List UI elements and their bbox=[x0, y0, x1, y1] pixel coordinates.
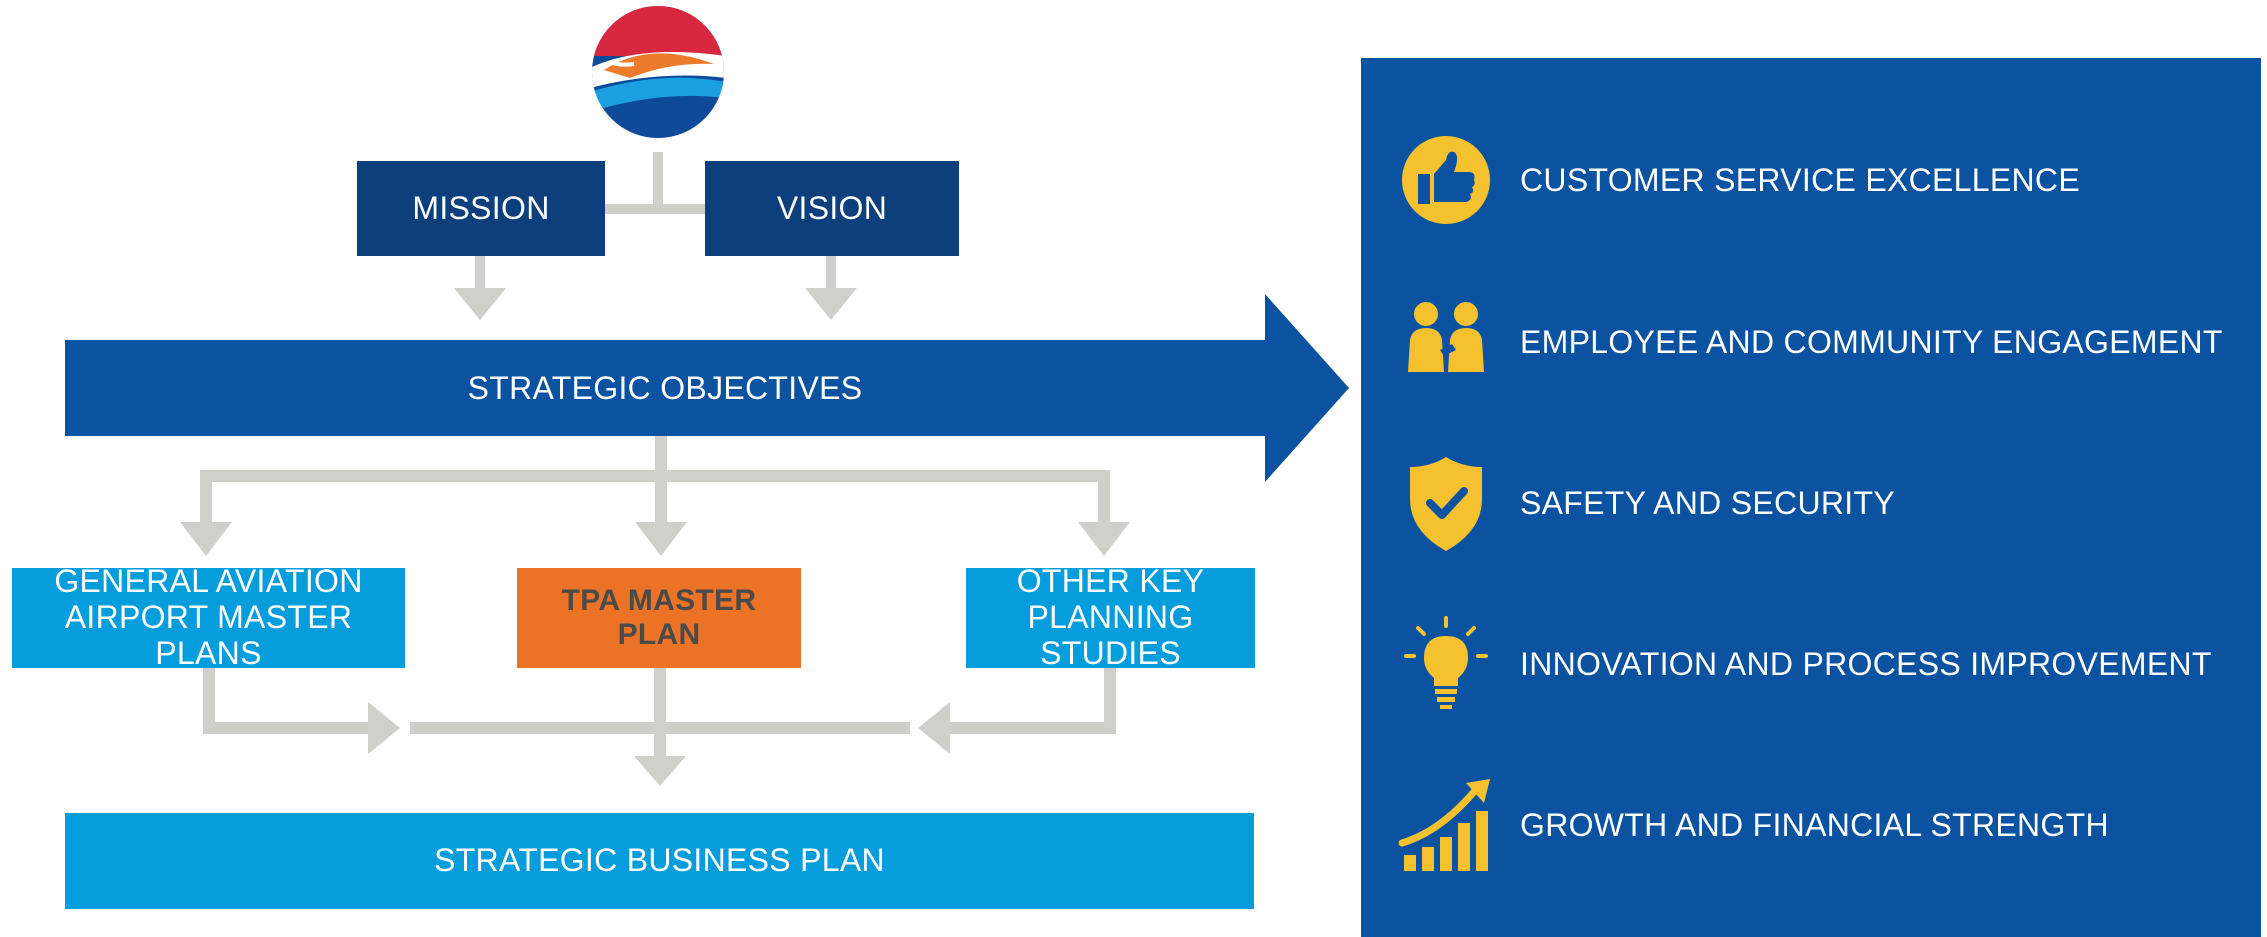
mission-arrow-stem bbox=[475, 256, 485, 290]
strategic-objectives-arrow bbox=[65, 294, 1349, 482]
ga-master-plans-box: GENERAL AVIATION AIRPORT MASTER PLANS bbox=[12, 563, 405, 671]
objective-label: SAFETY AND SECURITY bbox=[1520, 484, 1895, 521]
tpa-down-head bbox=[634, 756, 686, 786]
objective-label: EMPLOYEE AND COMMUNITY ENGAGEMENT bbox=[1520, 323, 2223, 360]
connector-lines bbox=[180, 152, 1130, 786]
right-merge-head bbox=[918, 702, 950, 754]
objective-innovation: INNOVATION AND PROCESS IMPROVEMENT bbox=[1361, 604, 2261, 724]
vision-arrow-stem bbox=[826, 256, 836, 290]
vision-box: VISION bbox=[705, 161, 959, 256]
tpa-down-stem bbox=[654, 666, 666, 762]
vision-arrow-head bbox=[805, 288, 857, 320]
objective-safety-security: SAFETY AND SECURITY bbox=[1361, 443, 2261, 563]
strategic-business-plan-box: STRATEGIC BUSINESS PLAN bbox=[65, 813, 1254, 909]
other-line1: OTHER KEY bbox=[1016, 563, 1205, 600]
airport-logo-icon bbox=[592, 6, 724, 138]
left-merge-head bbox=[368, 702, 400, 754]
other-studies-box: OTHER KEY PLANNING STUDIES bbox=[966, 563, 1255, 671]
objective-label: GROWTH AND FINANCIAL STRENGTH bbox=[1520, 806, 2109, 843]
other-line2: PLANNING STUDIES bbox=[1027, 599, 1194, 671]
left-merge-stem bbox=[203, 668, 215, 734]
objective-growth: GROWTH AND FINANCIAL STRENGTH bbox=[1361, 765, 2261, 885]
business-plan-label: STRATEGIC BUSINESS PLAN bbox=[434, 842, 885, 879]
lightbulb-icon bbox=[1404, 616, 1488, 709]
mission-label: MISSION bbox=[412, 189, 550, 226]
right-merge-stem bbox=[1104, 668, 1116, 734]
right-branch-stem bbox=[1098, 470, 1110, 528]
right-merge-horizontal bbox=[950, 722, 1116, 734]
people-icon bbox=[1408, 302, 1484, 372]
logo-stem bbox=[653, 152, 663, 212]
objective-label: INNOVATION AND PROCESS IMPROVEMENT bbox=[1520, 645, 2212, 682]
right-branch-head bbox=[1078, 522, 1130, 556]
strategic-objectives-text: STRATEGIC OBJECTIVES bbox=[467, 369, 863, 406]
vision-label: VISION bbox=[776, 189, 888, 226]
objective-employee-engagement: EMPLOYEE AND COMMUNITY ENGAGEMENT bbox=[1361, 282, 2261, 402]
strategic-objectives-label: STRATEGIC OBJECTIVES bbox=[65, 340, 1265, 436]
objective-label: CUSTOMER SERVICE EXCELLENCE bbox=[1520, 161, 2080, 198]
branch-horizontal bbox=[200, 470, 1110, 482]
ga-plans-line2: AIRPORT MASTER PLANS bbox=[64, 599, 353, 671]
center-down-head bbox=[635, 522, 687, 556]
left-branch-head bbox=[180, 522, 232, 556]
left-branch-stem bbox=[200, 470, 212, 528]
mission-arrow-head bbox=[454, 288, 506, 320]
shield-check-icon bbox=[1410, 457, 1482, 551]
tpa-master-plan-box: TPA MASTER PLAN bbox=[517, 568, 801, 668]
tpa-line1: TPA MASTER bbox=[561, 584, 757, 618]
ga-plans-line1: GENERAL AVIATION bbox=[54, 563, 363, 600]
left-merge-horizontal bbox=[203, 722, 375, 734]
mission-box: MISSION bbox=[357, 161, 605, 256]
objective-customer-service: CUSTOMER SERVICE EXCELLENCE bbox=[1361, 120, 2261, 240]
thumbs-up-icon bbox=[1402, 136, 1490, 224]
growth-chart-icon bbox=[1398, 779, 1490, 871]
objectives-panel: CUSTOMER SERVICE EXCELLENCE EMPLOYEE AND… bbox=[1361, 58, 2261, 937]
tpa-line2: PLAN bbox=[617, 618, 701, 651]
mission-vision-link bbox=[605, 204, 705, 214]
